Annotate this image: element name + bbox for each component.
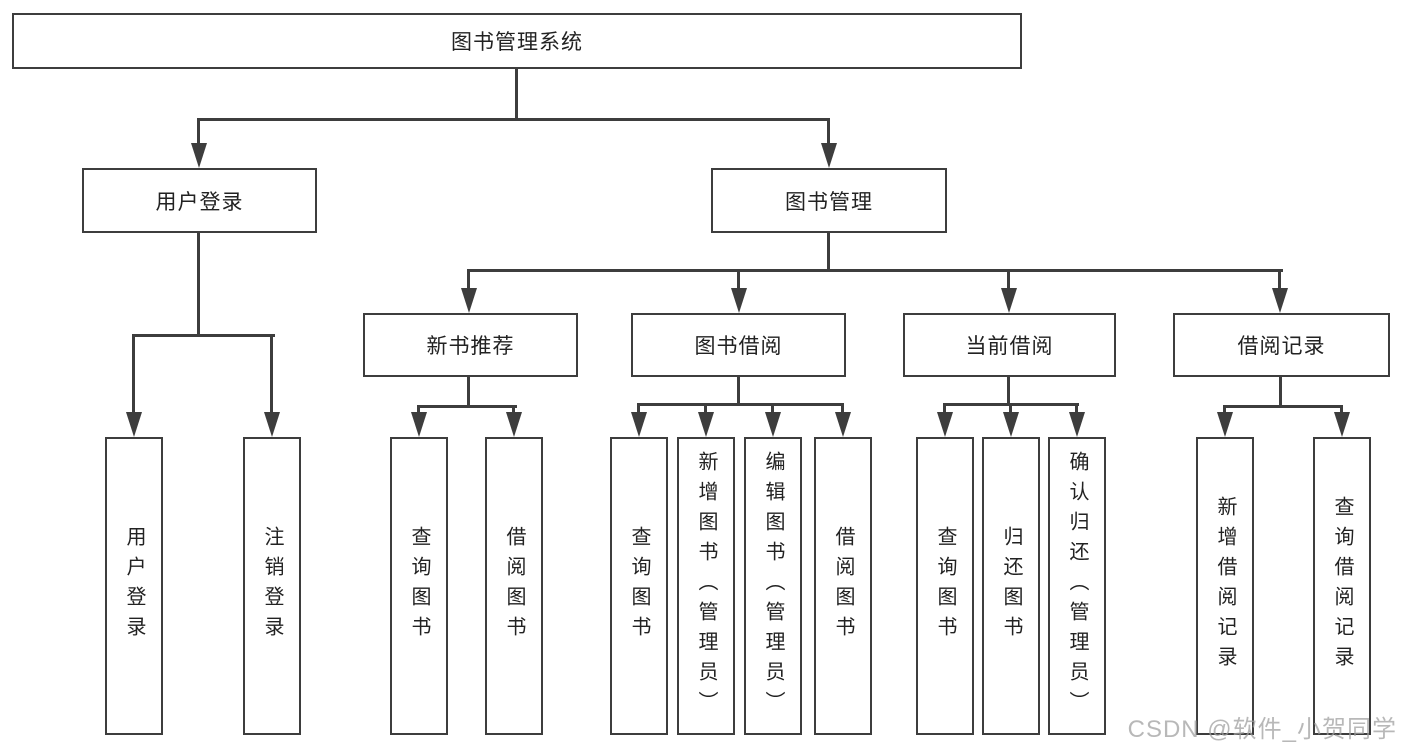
edge-leaf-stem	[417, 405, 420, 415]
node-borrow-records-label: 借阅记录	[1237, 335, 1326, 358]
edge-leaf-stem	[1223, 405, 1226, 415]
edge-leaf-stem	[943, 403, 946, 415]
edge-leaf-stem	[771, 403, 774, 415]
leaf-return-book-label: 归还图书	[1000, 526, 1022, 646]
edge-book-borrow-down	[737, 377, 740, 406]
arrow-down-icon	[631, 412, 647, 437]
edge-l3-stem	[737, 269, 740, 291]
leaf-query-borrow-record-label: 查询借阅记录	[1331, 496, 1353, 676]
arrow-down-icon	[506, 412, 522, 437]
arrow-down-icon	[191, 143, 207, 168]
leaf-confirm-return-admin-label: 确认归还（管理员）	[1066, 451, 1088, 721]
leaf-add-borrow-record-label: 新增借阅记录	[1214, 496, 1236, 676]
arrow-down-icon	[1001, 288, 1017, 313]
edge-leaf-stem	[704, 403, 707, 415]
arrow-down-icon	[835, 412, 851, 437]
leaf-logout-label: 注销登录	[261, 526, 283, 646]
leaf-query-book-borrow: 查询图书	[610, 437, 668, 735]
edge-l3-stem	[1007, 269, 1010, 291]
edge-borrow-records-fork	[1223, 405, 1343, 408]
arrow-down-icon	[1069, 412, 1085, 437]
edge-book-mgmt-down	[827, 233, 830, 272]
edge-leaf-stem	[637, 403, 640, 415]
leaf-add-borrow-record: 新增借阅记录	[1196, 437, 1254, 735]
arrow-down-icon	[731, 288, 747, 313]
node-user-login-label: 用户登录	[155, 190, 244, 214]
leaf-edit-book-admin: 编辑图书（管理员）	[744, 437, 802, 735]
arrow-down-icon	[1003, 412, 1019, 437]
edge-root-fork	[197, 118, 830, 121]
edge-borrow-records-down	[1279, 377, 1282, 408]
arrow-down-icon	[765, 412, 781, 437]
node-new-book-rec: 新书推荐	[363, 313, 578, 377]
watermark: CSDN @软件_小贺同学	[1127, 716, 1397, 743]
leaf-user-login: 用户登录	[105, 437, 163, 735]
edge-leaf-stem	[1340, 405, 1343, 415]
leaf-return-book: 归还图书	[982, 437, 1040, 735]
node-current-borrow: 当前借阅	[903, 313, 1116, 377]
arrow-down-icon	[821, 143, 837, 168]
leaf-query-book-rec-label: 查询图书	[408, 526, 430, 646]
leaf-edit-book-admin-label: 编辑图书（管理员）	[762, 451, 784, 721]
edge-current-borrow-down	[1007, 377, 1010, 406]
leaf-query-borrow-record: 查询借阅记录	[1313, 437, 1371, 735]
edge-user-login-stem	[197, 118, 200, 146]
edge-leaf-stem	[512, 405, 515, 415]
edge-book-borrow-fork	[637, 403, 844, 406]
leaf-query-book-borrow-label: 查询图书	[628, 526, 650, 646]
node-book-borrow-label: 图书借阅	[694, 335, 783, 358]
arrow-down-icon	[1272, 288, 1288, 313]
node-new-book-rec-label: 新书推荐	[426, 335, 515, 358]
leaf-confirm-return-admin: 确认归还（管理员）	[1048, 437, 1106, 735]
edge-leaf-stem	[132, 334, 135, 415]
leaf-borrow-book-rec: 借阅图书	[485, 437, 543, 735]
arrow-down-icon	[1217, 412, 1233, 437]
arrow-down-icon	[264, 412, 280, 437]
leaf-user-login-label: 用户登录	[123, 526, 145, 646]
leaf-add-book-admin-label: 新增图书（管理员）	[695, 451, 717, 721]
leaf-logout: 注销登录	[243, 437, 301, 735]
node-borrow-records: 借阅记录	[1173, 313, 1390, 377]
edge-leaf-stem	[1009, 403, 1012, 415]
arrow-down-icon	[461, 288, 477, 313]
edge-leaf-stem	[1075, 403, 1078, 415]
node-current-borrow-label: 当前借阅	[965, 335, 1054, 358]
node-root-label: 图书管理系统	[451, 31, 583, 54]
edge-l3-stem	[1278, 269, 1281, 291]
edge-book-mgmt-stem	[827, 118, 830, 146]
edge-user-login-fork	[132, 334, 275, 337]
edge-root-stem	[515, 68, 518, 119]
leaf-borrow-book-rec-label: 借阅图书	[503, 526, 525, 646]
leaf-add-book-admin: 新增图书（管理员）	[677, 437, 735, 735]
node-book-mgmt: 图书管理	[711, 168, 947, 233]
leaf-borrow-book-borrow: 借阅图书	[814, 437, 872, 735]
arrow-down-icon	[698, 412, 714, 437]
edge-leaf-stem	[270, 334, 273, 415]
edge-book-mgmt-fork	[467, 269, 1283, 272]
node-user-login: 用户登录	[82, 168, 317, 233]
leaf-query-book-rec: 查询图书	[390, 437, 448, 735]
edge-new-book-fork	[417, 405, 517, 408]
arrow-down-icon	[126, 412, 142, 437]
leaf-query-book-current-label: 查询图书	[934, 526, 956, 646]
leaf-query-book-current: 查询图书	[916, 437, 974, 735]
arrow-down-icon	[411, 412, 427, 437]
edge-leaf-stem	[841, 403, 844, 415]
edge-new-book-down	[467, 377, 470, 408]
node-book-mgmt-label: 图书管理	[785, 190, 873, 214]
arrow-down-icon	[937, 412, 953, 437]
leaf-borrow-book-borrow-label: 借阅图书	[832, 526, 854, 646]
edge-user-login-down	[197, 233, 200, 337]
edge-l3-stem	[467, 269, 470, 291]
node-book-borrow: 图书借阅	[631, 313, 846, 377]
arrow-down-icon	[1334, 412, 1350, 437]
node-root: 图书管理系统	[12, 13, 1022, 69]
